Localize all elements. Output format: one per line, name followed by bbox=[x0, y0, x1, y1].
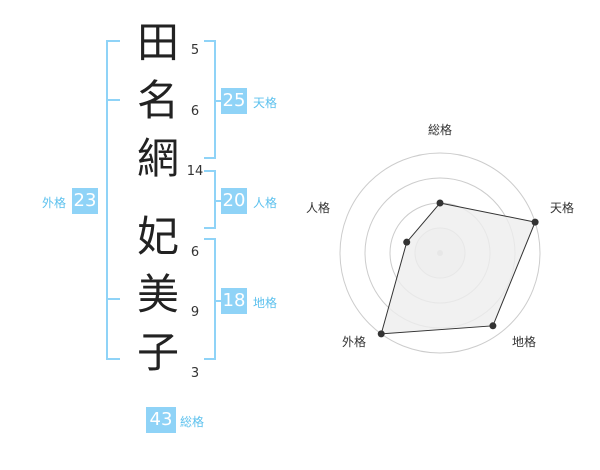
name-char-6: 子 bbox=[136, 328, 179, 377]
radar-label-tenkaku: 天格 bbox=[550, 201, 575, 215]
chikaku-bracket-bottom bbox=[204, 358, 216, 360]
radar-label-chikaku: 地格 bbox=[512, 335, 537, 349]
stroke-count-2: 6 bbox=[190, 104, 200, 119]
radar-series-polygon bbox=[380, 202, 536, 335]
radar-chart bbox=[339, 152, 541, 354]
name-char-3: 網 bbox=[136, 134, 179, 183]
stroke-count-3: 14 bbox=[186, 164, 204, 179]
radar-point-2 bbox=[531, 218, 539, 226]
radar-label-soukaku: 総格 bbox=[428, 123, 453, 137]
gaikaku-bracket-bottom bbox=[106, 358, 120, 360]
jinkaku-bracket-bottom bbox=[204, 227, 216, 229]
gaikaku-bracket-mid1 bbox=[106, 99, 120, 101]
gaikaku-value: 23 bbox=[72, 188, 98, 214]
radar-point-3 bbox=[489, 322, 497, 330]
stroke-count-5: 9 bbox=[190, 305, 200, 320]
name-char-1: 田 bbox=[136, 18, 179, 67]
gaikaku-label: 外格 bbox=[42, 196, 67, 210]
chikaku-bracket-tick bbox=[214, 300, 222, 302]
chikaku-bracket-top bbox=[204, 238, 216, 240]
radar-point-5 bbox=[403, 238, 411, 246]
tenkaku-bracket-tick bbox=[214, 100, 222, 102]
gaikaku-bracket-mid2 bbox=[106, 298, 120, 300]
soukaku-value: 43 bbox=[146, 407, 176, 433]
jinkaku-bracket-top bbox=[204, 170, 216, 172]
jinkaku-value: 20 bbox=[221, 188, 247, 214]
radar-ring bbox=[339, 152, 541, 354]
chikaku-bracket bbox=[214, 238, 216, 360]
jinkaku-bracket-tick bbox=[214, 200, 222, 202]
soukaku-label: 総格 bbox=[180, 415, 205, 429]
stroke-count-1: 5 bbox=[190, 43, 200, 58]
radar-point-1 bbox=[436, 199, 444, 207]
stroke-count-4: 6 bbox=[190, 245, 200, 260]
tenkaku-bracket-top bbox=[204, 40, 216, 42]
name-char-2: 名 bbox=[136, 76, 179, 125]
tenkaku-value: 25 bbox=[221, 88, 247, 114]
radar-label-jinkaku: 人格 bbox=[306, 201, 331, 215]
jinkaku-label: 人格 bbox=[253, 196, 278, 210]
chikaku-value: 18 bbox=[221, 288, 247, 314]
name-char-5: 美 bbox=[136, 270, 179, 319]
gaikaku-bracket-top bbox=[106, 40, 120, 42]
radar-point-4 bbox=[377, 330, 385, 338]
stroke-count-6: 3 bbox=[190, 366, 200, 381]
tenkaku-label: 天格 bbox=[253, 96, 278, 110]
name-char-4: 妃 bbox=[136, 212, 179, 261]
chikaku-label: 地格 bbox=[253, 296, 278, 310]
tenkaku-bracket-bottom bbox=[204, 157, 216, 159]
gaikaku-bracket bbox=[106, 40, 108, 360]
jinkaku-bracket bbox=[214, 170, 216, 229]
radar-label-gaikaku: 外格 bbox=[342, 335, 367, 349]
tenkaku-bracket bbox=[214, 40, 216, 159]
